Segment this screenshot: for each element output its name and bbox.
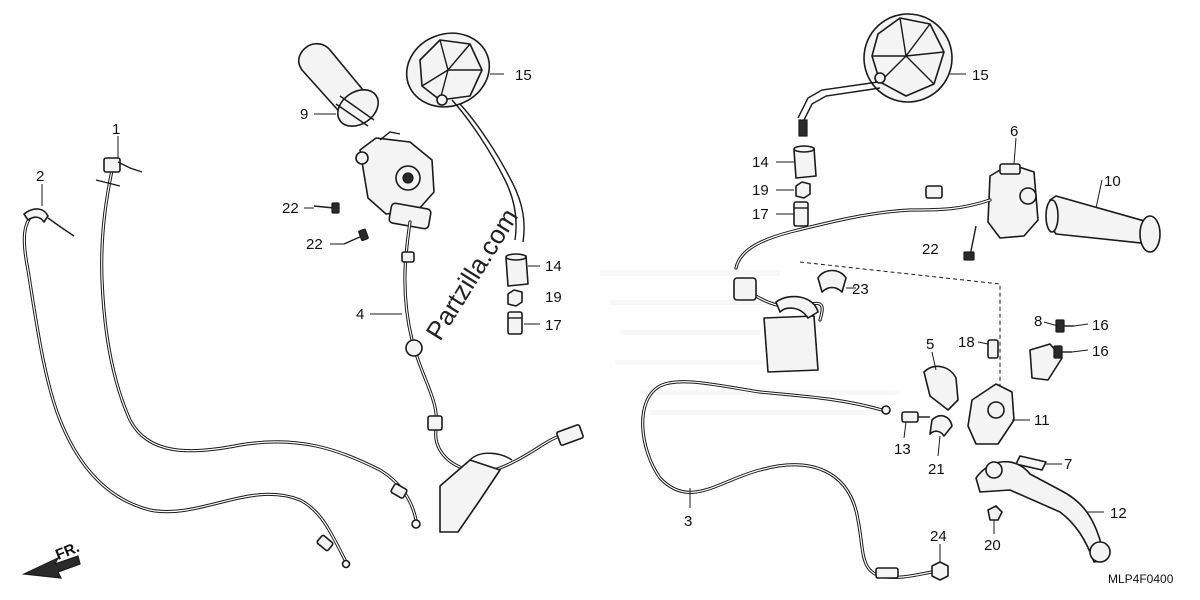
clip-21 — [929, 414, 953, 437]
callout-2: 2 — [36, 168, 44, 185]
callout-22-right: 22 — [922, 241, 939, 258]
callout-14-right: 14 — [752, 154, 769, 171]
mirror-left-15 — [405, 32, 525, 243]
screw-22-right — [963, 225, 977, 261]
callout-19-left: 19 — [545, 289, 562, 306]
callout-16-a: 16 — [1092, 317, 1109, 334]
rubber-boot-14-right — [793, 145, 817, 179]
callout-16-b: 16 — [1092, 343, 1109, 360]
bolt-16-a — [1055, 319, 1074, 333]
adapter-17-right — [793, 201, 809, 227]
callout-8: 8 — [1034, 313, 1042, 330]
bolt-18 — [987, 339, 999, 359]
mirror-right-15 — [797, 13, 953, 137]
nut-19-left — [507, 289, 523, 307]
clutch-lever-12 — [975, 460, 1111, 563]
callout-4: 4 — [356, 306, 364, 323]
callout-24: 24 — [930, 528, 947, 545]
callout-14-left: 14 — [545, 258, 562, 275]
callout-22-upper: 22 — [282, 200, 299, 217]
callout-22-lower: 22 — [306, 236, 323, 253]
pin-7 — [1015, 455, 1047, 471]
screw-22-lower — [343, 228, 369, 245]
nut-24 — [931, 561, 949, 581]
leader-lines — [41, 73, 1104, 562]
nut-20 — [987, 505, 1003, 521]
callout-9: 9 — [300, 106, 308, 123]
callout-1: 1 — [112, 121, 120, 138]
callout-7: 7 — [1064, 456, 1072, 473]
bolt-16-b — [1053, 345, 1072, 359]
harness-4 — [401, 220, 584, 533]
right-switch-6 — [987, 163, 1039, 239]
callout-19-right: 19 — [752, 182, 769, 199]
front-direction-arrow — [21, 555, 81, 579]
callout-18: 18 — [958, 334, 975, 351]
callout-21: 21 — [928, 461, 945, 478]
callout-17-right: 17 — [752, 206, 769, 223]
nut-19-right — [795, 181, 811, 199]
callout-6: 6 — [1010, 123, 1018, 140]
throttle-grip-9 — [297, 42, 380, 127]
callout-17-left: 17 — [545, 317, 562, 334]
callout-15-left: 15 — [515, 67, 532, 84]
callout-3: 3 — [684, 513, 692, 530]
screw-22-upper — [313, 202, 340, 214]
callout-15-right: 15 — [972, 67, 989, 84]
callout-23: 23 — [852, 281, 869, 298]
callout-labels: 1 2 9 15 22 22 4 14 19 17 15 6 10 14 19 … — [36, 67, 1127, 554]
callout-12: 12 — [1110, 505, 1127, 522]
adapter-17-left — [507, 311, 523, 335]
throttle-cable-1 — [95, 157, 421, 529]
callout-10: 10 — [1104, 173, 1121, 190]
throttle-cable-2 — [22, 208, 351, 569]
right-harness — [733, 185, 992, 373]
left-switch-housing — [355, 131, 435, 230]
callout-5: 5 — [926, 336, 934, 353]
callout-11: 11 — [1034, 412, 1050, 429]
callout-13: 13 — [894, 441, 911, 458]
clutch-bracket-11 — [967, 383, 1015, 445]
diagram-code: MLP4F0400 — [1108, 572, 1174, 586]
grip-10 — [1045, 195, 1161, 253]
switch-5 — [923, 365, 959, 411]
rubber-boot-14-left — [505, 253, 529, 287]
bolt-13 — [901, 411, 930, 423]
clip-23 — [817, 269, 847, 293]
callout-20: 20 — [984, 537, 1001, 554]
reference-dashed-line — [799, 261, 1001, 392]
